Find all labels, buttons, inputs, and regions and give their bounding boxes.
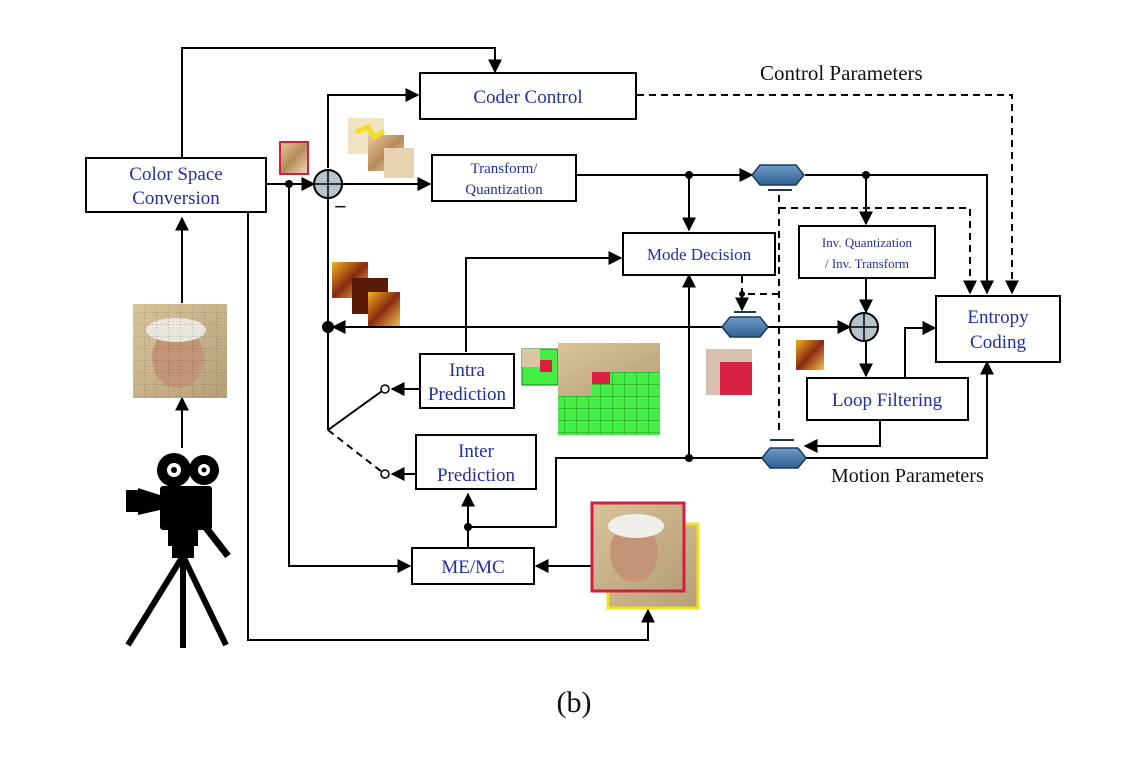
loop-filtering-label: Loop Filtering (832, 390, 943, 411)
coder-control-input-line (327, 88, 420, 168)
video-frame-thumbnail (133, 304, 227, 398)
coder-control-label: Coder Control (473, 87, 582, 108)
intra-prediction-block: Intra Prediction (419, 353, 515, 409)
intra-switch-line (327, 390, 383, 431)
control-to-entropy-dashed (779, 207, 977, 295)
color-space-label: Color Space (129, 164, 222, 185)
mode-decision-label: Mode Decision (647, 245, 752, 264)
transform-block: Transform/ Quantization (431, 154, 577, 202)
junction-dot (464, 523, 472, 531)
me-mc-block: ME/MC (411, 547, 535, 585)
entropy-coding-block: Entropy Coding (935, 295, 1061, 363)
junction-dot (739, 291, 745, 297)
loop-to-buffer-line (803, 420, 881, 453)
source-to-memc-line (288, 184, 412, 573)
switch-icon (721, 311, 769, 338)
inter-label-2: Prediction (437, 465, 516, 486)
intra-to-mode-line (465, 251, 623, 352)
adder-icon (849, 312, 879, 342)
intra-block-thumbnails (521, 343, 660, 435)
motion-to-entropy-line (805, 360, 994, 459)
entropy-label-2: Coding (970, 332, 1026, 353)
top-feed-line (181, 47, 502, 158)
input-block-thumbnail (279, 141, 309, 175)
me-mc-label: ME/MC (441, 557, 504, 578)
source-to-frame-line (247, 212, 655, 641)
camera-icon (125, 453, 231, 648)
residual-thumbnails (348, 118, 414, 178)
inter-switch-line (327, 429, 383, 473)
control-params-line (637, 94, 1019, 295)
color-space-block: Color Space Conversion (85, 157, 267, 213)
figure-caption: (b) (557, 686, 592, 719)
mode-decision-block: Mode Decision (622, 232, 776, 276)
inv-quant-label-2: / Inv. Transform (825, 256, 909, 271)
color-space-label-2: Conversion (132, 188, 220, 209)
loop-to-entropy-line (904, 321, 937, 378)
switch-icon (751, 164, 805, 191)
switch-icon (761, 439, 807, 469)
switch-terminal-inter (380, 469, 390, 479)
prediction-thumbnails (332, 262, 400, 326)
reconstructed-block-thumbnail (706, 349, 752, 395)
intra-label: Intra (449, 360, 485, 381)
inter-prediction-block: Inter Prediction (415, 434, 537, 490)
inter-label: Inter (458, 441, 495, 462)
coder-control-block: Coder Control (419, 72, 637, 120)
transform-label-2: Quantization (465, 182, 543, 198)
minus-sign: − (334, 194, 347, 219)
adder-icon (313, 169, 343, 199)
intra-label-2: Prediction (428, 384, 507, 405)
mode-to-switch-dashed (741, 276, 779, 295)
reference-frame-thumbnail (590, 501, 700, 610)
motion-parameters-label: Motion Parameters (831, 465, 984, 487)
filtered-block-thumbnail (796, 340, 824, 370)
control-parameters-label: Control Parameters (760, 61, 923, 85)
transform-label: Transform/ (471, 161, 539, 177)
entropy-label: Entropy (967, 307, 1029, 328)
loop-filtering-block: Loop Filtering (806, 377, 969, 421)
inv-quant-block: Inv. Quantization / Inv. Transform (798, 225, 936, 279)
switch-terminal-intra (380, 384, 390, 394)
inv-quant-label: Inv. Quantization (822, 235, 913, 250)
motion-params-line (468, 457, 762, 528)
